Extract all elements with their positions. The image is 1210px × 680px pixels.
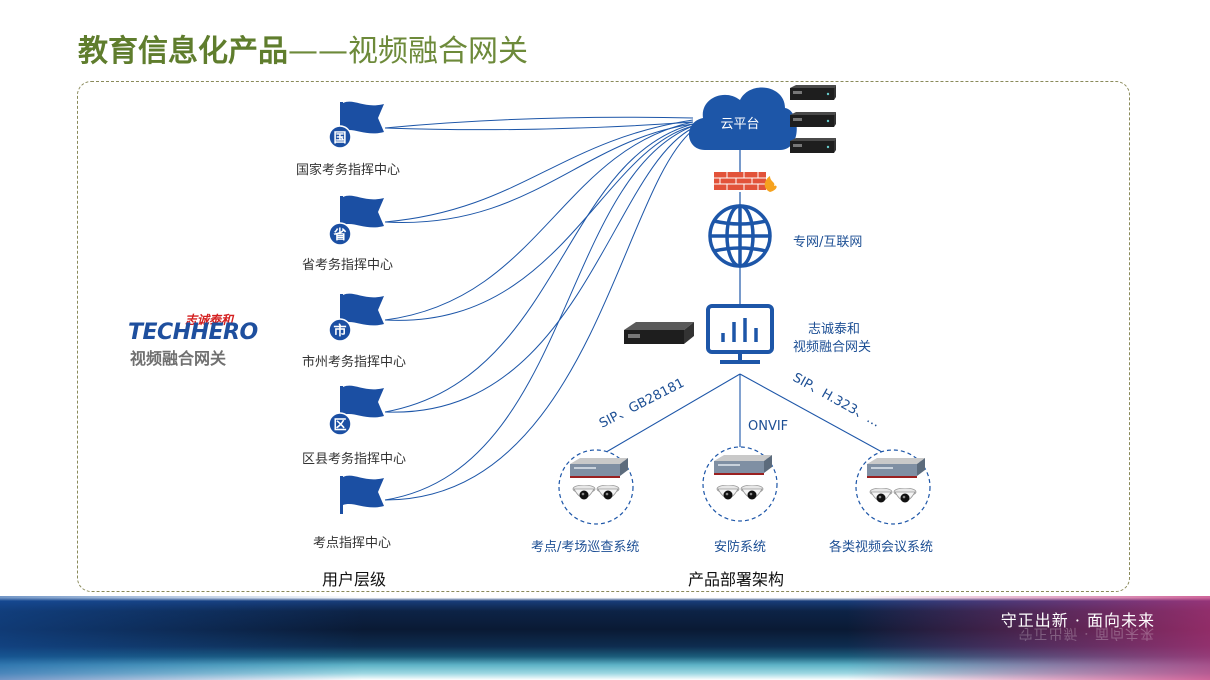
title-sub: ——视频融合网关 xyxy=(288,34,528,69)
footer-slogan-reflection: 守正出新 · 面向未来 xyxy=(1018,625,1155,641)
subsystem-label-security: 安防系统 xyxy=(714,540,767,555)
firewall-icon xyxy=(714,172,777,192)
level-label-national: 国家考务指挥中心 xyxy=(296,163,401,178)
footer-band xyxy=(0,596,1210,680)
title-main: 教育信息化产品 xyxy=(78,34,288,69)
brand-subtitle: 视频融合网关 xyxy=(130,349,227,368)
badge-icon: 国 xyxy=(328,125,352,149)
level-label-province: 省考务指挥中心 xyxy=(302,258,394,273)
flag-icon xyxy=(340,475,384,514)
gateway-label-line1: 志诚泰和 xyxy=(808,322,861,337)
globe-icon xyxy=(708,204,772,268)
protocol-mid: ONVIF xyxy=(748,419,788,434)
level-label-site: 考点指挥中心 xyxy=(313,536,392,551)
subsystem-conference-icon xyxy=(855,449,931,525)
content-frame xyxy=(77,81,1130,592)
badge-icon: 区 xyxy=(328,412,352,436)
level-label-county: 区县考务指挥中心 xyxy=(302,452,407,467)
badge-text: 省 xyxy=(332,227,346,243)
protocol-left: SIP、GB28181 xyxy=(597,376,687,432)
subsystem-label-conference: 各类视频会议系统 xyxy=(829,540,934,555)
cloud-label: 云平台 xyxy=(720,117,759,132)
footer-slogan: 守正出新 · 面向未来 xyxy=(1000,611,1155,630)
cloud-icon xyxy=(688,87,797,150)
badge-icon: 市 xyxy=(328,318,352,342)
page-title: 教育信息化产品——视频融合网关 xyxy=(78,26,528,70)
gateway-device-icon xyxy=(624,322,694,344)
section-label-deploy: 产品部署架构 xyxy=(688,570,785,589)
protocol-right: SIP、H.323、… xyxy=(790,370,882,430)
section-label-users: 用户层级 xyxy=(322,570,387,589)
badge-icon: 省 xyxy=(328,222,352,246)
server-icon xyxy=(790,138,836,153)
badge-text: 市 xyxy=(333,323,346,339)
level-label-city: 市州考务指挥中心 xyxy=(302,355,407,370)
gateway-label-line2: 视频融合网关 xyxy=(793,340,872,355)
subsystem-label-exam: 考点/考场巡查系统 xyxy=(531,540,640,555)
badge-text: 区 xyxy=(333,418,346,433)
gateway-monitor-icon xyxy=(706,304,774,364)
badge-text: 国 xyxy=(333,131,346,146)
server-icon xyxy=(790,112,836,127)
server-icon xyxy=(790,85,836,100)
brand-cn: 志诚泰和 xyxy=(185,313,234,327)
subsystem-security-icon xyxy=(702,446,778,522)
network-label: 专网/互联网 xyxy=(793,235,863,250)
brand-logo: TECHHERO xyxy=(128,320,258,345)
link-curves xyxy=(384,116,694,501)
subsystem-exam-icon xyxy=(558,449,634,525)
